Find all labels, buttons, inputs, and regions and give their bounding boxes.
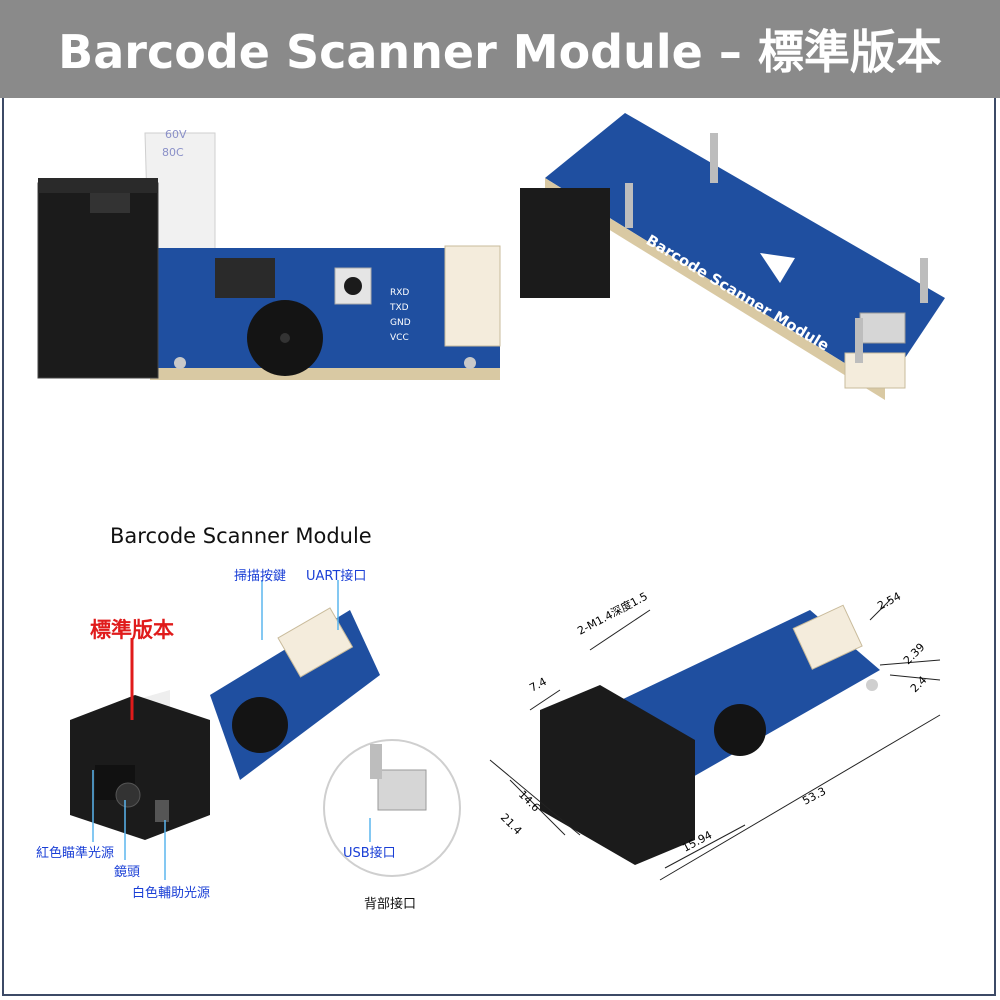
section-title: Barcode Scanner Module xyxy=(110,524,372,548)
cable-text-a: 60V xyxy=(165,128,187,141)
product-photo-annotated xyxy=(70,607,380,840)
content-frame xyxy=(2,98,996,996)
dim-mount-hole: 2-M1.4深度1.5 xyxy=(575,590,650,638)
dimension-drawing: 2-M1.4深度1.5 7.4 2.54 2.39 2.4 14.6 21.4 … xyxy=(489,590,941,881)
callout-red-aim-light: 紅色瞄準光源 xyxy=(36,846,115,861)
dim-2-39: 2.39 xyxy=(901,641,928,668)
callout-lens: 鏡頭 xyxy=(114,865,141,880)
page-title: Barcode Scanner Module – 標準版本 xyxy=(58,25,942,79)
dim-21-4: 21.4 xyxy=(498,811,525,838)
product-photo-back: Barcode Scanner Module xyxy=(520,113,945,400)
callout-uart-port: UART接口 xyxy=(306,569,367,584)
dim-7-4: 7.4 xyxy=(527,675,549,695)
dim-14-6: 14.6 xyxy=(516,788,543,815)
callout-usb-port: USB接口 xyxy=(343,846,396,861)
callout-standard-version: 標準版本 xyxy=(90,618,174,642)
callout-back-port: 背部接口 xyxy=(364,897,417,912)
pin-label: GND xyxy=(390,318,411,328)
pin-label: RXD xyxy=(390,288,409,298)
callout-white-aux-light: 白色輔助光源 xyxy=(132,886,211,901)
cable-text-b: 80C xyxy=(162,146,184,159)
pin-label: TXD xyxy=(389,303,409,313)
dim-2-54: 2.54 xyxy=(875,590,903,613)
header-banner: Barcode Scanner Module – 標準版本 xyxy=(0,0,1000,98)
product-photo-front: 60V 80C RXD TXD GND VCC xyxy=(37,128,501,380)
pin-label: VCC xyxy=(390,333,409,343)
callout-scan-button: 掃描按鍵 xyxy=(234,569,287,584)
dim-53-3: 53.3 xyxy=(800,785,828,808)
